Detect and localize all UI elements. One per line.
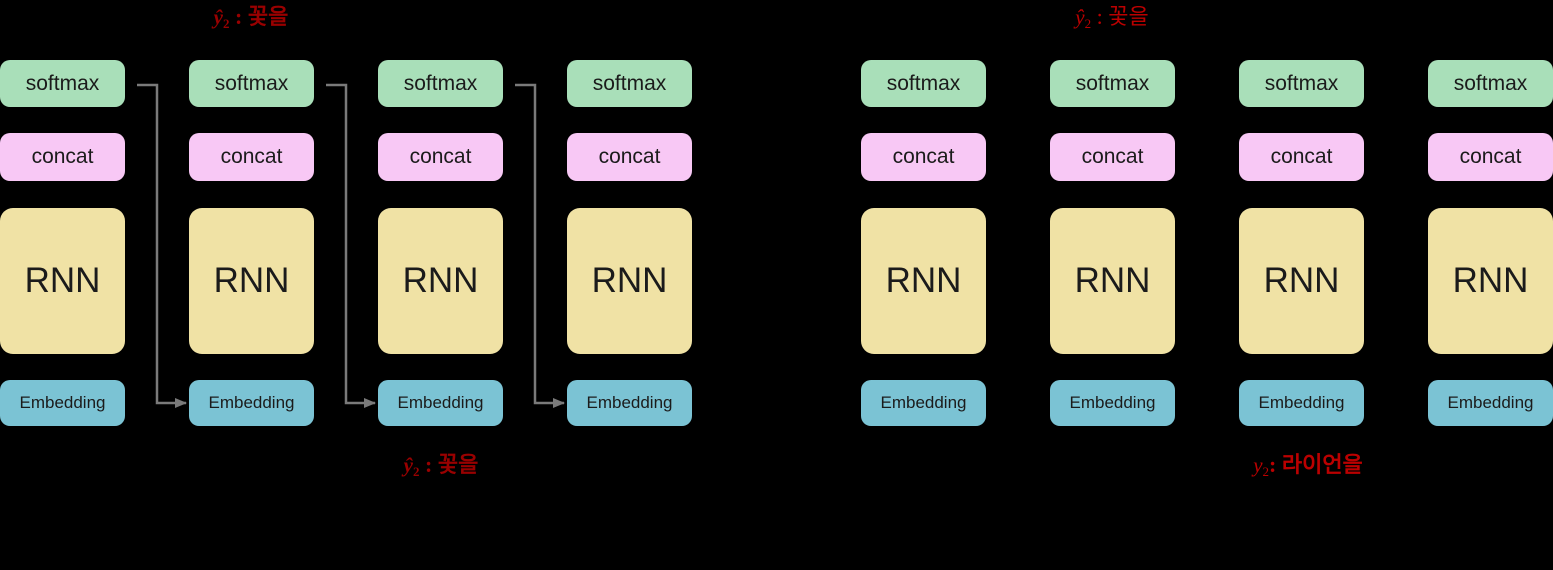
concat-block: concat [1239, 133, 1364, 181]
softmax-block: softmax [1050, 60, 1175, 107]
rnn-block: RNN [189, 208, 314, 354]
connector-tick [1489, 103, 1491, 138]
left-column-1: softmax concat RNN Embedding [0, 60, 125, 427]
rnn-block: RNN [0, 208, 125, 354]
concat-block: concat [567, 133, 692, 181]
connector-tick [250, 103, 252, 138]
annotation-text: : 라이언을 [1269, 452, 1363, 477]
connector-tick [1300, 103, 1302, 138]
annotation-text: : 꽃을 [419, 452, 479, 477]
softmax-block: softmax [1428, 60, 1553, 107]
embedding-block: Embedding [189, 380, 314, 426]
connector-tick [1489, 350, 1491, 385]
annotation-bottom-left: ŷ2 : 꽃을 [404, 452, 479, 485]
left-column-4: softmax concat RNN Embedding [567, 60, 692, 427]
softmax-to-embedding-arrow-1 [137, 83, 187, 408]
concat-block: concat [378, 133, 503, 181]
annotation-text: : 꽃을 [1091, 4, 1149, 29]
annotation-bottom-right: y2: 라이언을 [1253, 452, 1363, 485]
connector-tick [61, 177, 63, 212]
softmax-block: softmax [567, 60, 692, 107]
concat-block: concat [1050, 133, 1175, 181]
connector-tick [61, 350, 63, 385]
math-subscript: 2 [223, 16, 230, 32]
connector-tick [1489, 177, 1491, 212]
connector-tick [628, 103, 630, 138]
softmax-block: softmax [0, 60, 125, 107]
rnn-block: RNN [378, 208, 503, 354]
concat-block: concat [189, 133, 314, 181]
connector-tick [439, 103, 441, 138]
connector-tick [1300, 177, 1302, 212]
math-subscript: 2 [1084, 16, 1092, 32]
connector-tick [1111, 103, 1113, 138]
embedding-block: Embedding [1050, 380, 1175, 426]
math-variable: y [1253, 453, 1263, 477]
connector-tick [922, 350, 924, 385]
connector-tick [922, 103, 924, 138]
embedding-block: Embedding [567, 380, 692, 426]
connector-tick [1300, 350, 1302, 385]
math-variable: ŷ [1075, 5, 1085, 29]
softmax-block: softmax [189, 60, 314, 107]
rnn-block: RNN [567, 208, 692, 354]
rnn-block: RNN [861, 208, 986, 354]
math-variable: ŷ [213, 5, 224, 29]
right-column-2: softmax concat RNN Embedding [1050, 60, 1175, 427]
math-variable: ŷ [403, 453, 414, 477]
rnn-block: RNN [1239, 208, 1364, 354]
annotation-top-left: ŷ2 : 꽃을 [214, 4, 289, 37]
connector-tick [1111, 350, 1113, 385]
annotation-text: : 꽃을 [229, 4, 289, 29]
connector-tick [439, 350, 441, 385]
softmax-to-embedding-arrow-2 [326, 83, 376, 408]
connector-tick [250, 350, 252, 385]
embedding-block: Embedding [861, 380, 986, 426]
softmax-block: softmax [861, 60, 986, 107]
rnn-block: RNN [1050, 208, 1175, 354]
embedding-block: Embedding [0, 380, 125, 426]
embedding-block: Embedding [378, 380, 503, 426]
embedding-block: Embedding [1239, 380, 1364, 426]
softmax-block: softmax [1239, 60, 1364, 107]
right-column-4: softmax concat RNN Embedding [1428, 60, 1553, 427]
connector-tick [1111, 177, 1113, 212]
right-column-1: softmax concat RNN Embedding [861, 60, 986, 427]
connector-tick [61, 103, 63, 138]
concat-block: concat [861, 133, 986, 181]
connector-tick [922, 177, 924, 212]
concat-block: concat [1428, 133, 1553, 181]
rnn-block: RNN [1428, 208, 1553, 354]
connector-tick [628, 177, 630, 212]
connector-tick [439, 177, 441, 212]
softmax-to-embedding-arrow-3 [515, 83, 565, 408]
math-subscript: 2 [413, 464, 420, 480]
left-column-2: softmax concat RNN Embedding [189, 60, 314, 427]
connector-tick [628, 350, 630, 385]
connector-tick [250, 177, 252, 212]
math-subscript: 2 [1262, 464, 1270, 480]
left-column-3: softmax concat RNN Embedding [378, 60, 503, 427]
softmax-block: softmax [378, 60, 503, 107]
right-column-3: softmax concat RNN Embedding [1239, 60, 1364, 427]
embedding-block: Embedding [1428, 380, 1553, 426]
concat-block: concat [0, 133, 125, 181]
annotation-top-right: ŷ2 : 꽃을 [1075, 4, 1148, 37]
